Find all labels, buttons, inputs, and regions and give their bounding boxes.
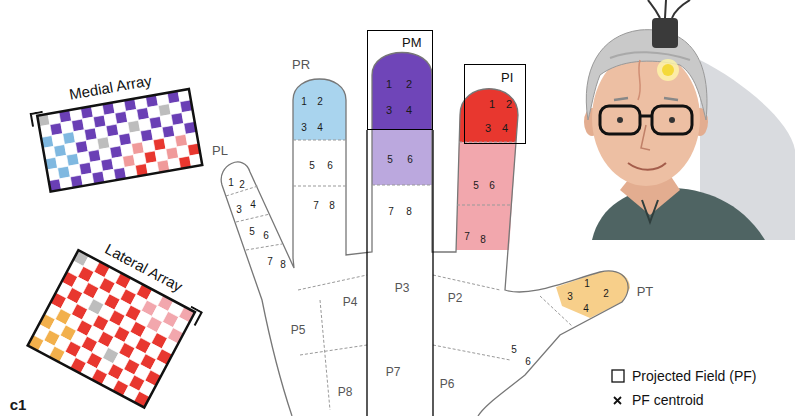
palm-region-label: P6 (440, 378, 455, 390)
region-number: 8 (480, 235, 486, 245)
region-number: 4 (250, 200, 256, 210)
region-number: 7 (313, 201, 319, 211)
palm-region-label: P3 (395, 282, 410, 294)
index-mid-region (456, 142, 516, 250)
region-number: 8 (406, 207, 412, 217)
region-number: 5 (309, 161, 315, 171)
region-number: 2 (406, 79, 412, 90)
finger-label: PR (292, 58, 310, 71)
region-number: 3 (567, 292, 573, 302)
region-number: 6 (489, 181, 495, 191)
hand-outline (221, 53, 628, 416)
palm-region-label: P4 (343, 296, 358, 308)
patient-portrait (584, 0, 795, 240)
legend-row: PF centroid (610, 388, 756, 412)
legend-row: Projected Field (PF) (610, 364, 756, 388)
region-number: 1 (386, 79, 392, 90)
region-number: 5 (511, 345, 517, 355)
legend-text: PF centroid (632, 392, 704, 408)
projected-field-box: PM (367, 30, 433, 130)
region-number: 4 (317, 123, 323, 133)
palm-region-label: P2 (448, 292, 463, 304)
region-number: 7 (464, 232, 470, 242)
region-number: 2 (317, 97, 323, 107)
middle-mid-region (372, 130, 432, 185)
region-number: 1 (228, 178, 234, 188)
region-number: 3 (386, 105, 392, 116)
region-number: 5 (473, 181, 479, 191)
palm-region-label: P7 (386, 366, 401, 378)
finger-label: PM (402, 36, 422, 49)
region-number: 4 (406, 105, 412, 116)
region-number: 5 (249, 227, 255, 237)
electrode-array: Lateral Array (19, 225, 214, 415)
region-number: 2 (603, 289, 609, 299)
electrode-array: Medial Array (25, 64, 211, 197)
panel-label: c1 (10, 397, 27, 412)
region-number: 6 (263, 231, 269, 241)
region-number: 3 (301, 123, 307, 133)
ring-tip-region (293, 79, 346, 140)
region-number: 5 (387, 155, 393, 165)
region-number: 2 (506, 99, 512, 110)
region-number: 3 (485, 123, 491, 134)
region-number: 8 (280, 260, 286, 270)
legend-text: Projected Field (PF) (632, 368, 756, 384)
finger-label: PT (637, 285, 654, 298)
region-number: 1 (584, 279, 590, 289)
electrode-grid (19, 243, 204, 415)
thumb-tip-region (556, 271, 630, 318)
legend-square-sample (610, 368, 626, 384)
electrode-grid (29, 83, 211, 196)
finger-label: PL (212, 144, 228, 157)
region-number: 4 (502, 123, 508, 134)
region-number: 2 (239, 180, 245, 190)
pf-column (367, 130, 433, 416)
region-number: 7 (267, 257, 273, 267)
middle-tip-region (372, 53, 432, 131)
palm-region-label: P5 (291, 324, 306, 336)
region-number: 8 (329, 201, 335, 211)
region-number: 7 (388, 207, 394, 217)
region-number: 3 (236, 205, 242, 215)
finger-creases (226, 140, 572, 410)
legend: Projected Field (PF) PF centroid (610, 364, 756, 412)
region-number: 1 (301, 97, 307, 107)
region-number: 6 (407, 155, 413, 165)
region-number: 4 (583, 304, 589, 314)
region-number: 6 (327, 161, 333, 171)
region-number: 1 (489, 99, 495, 110)
legend-cross-sample (610, 392, 626, 408)
palm-region-label: P8 (338, 386, 353, 398)
finger-label: PI (501, 71, 513, 84)
region-number: 6 (525, 357, 531, 367)
